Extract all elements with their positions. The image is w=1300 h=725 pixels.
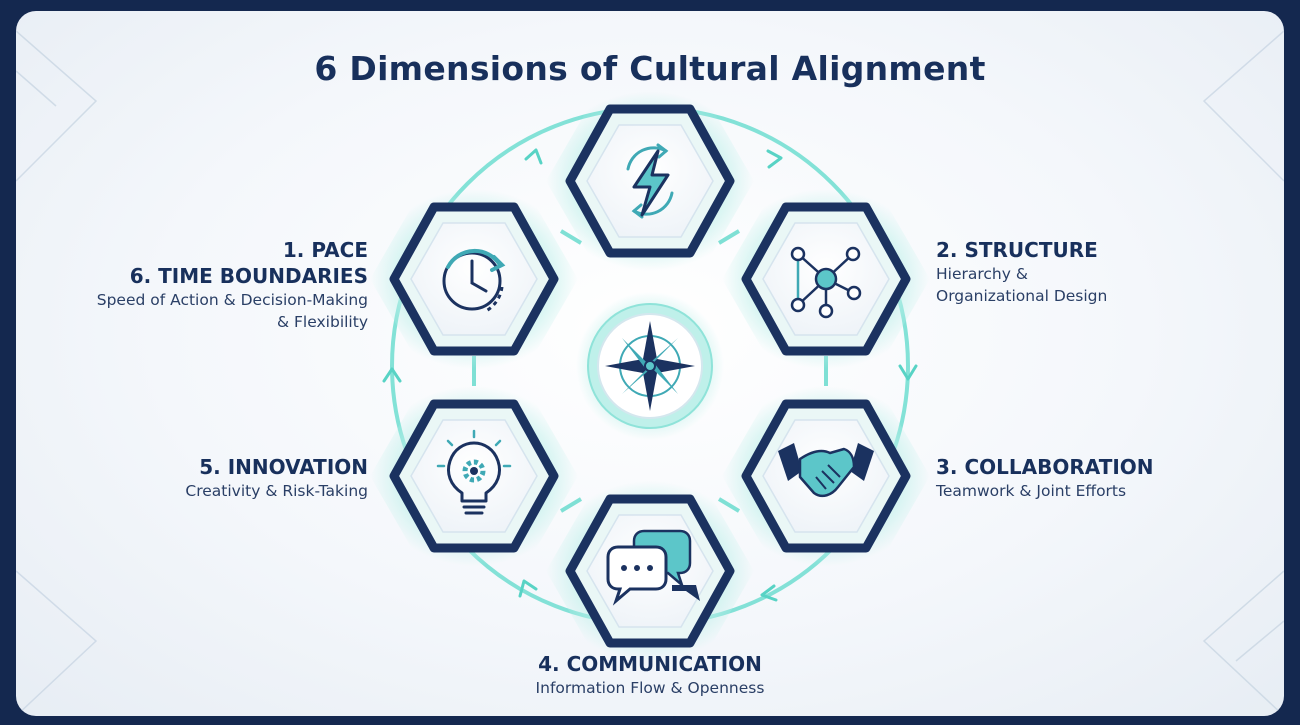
label-innovation: 5. INNOVATION Creativity & Risk-Taking xyxy=(56,454,368,502)
label-collaboration-heading: 3. COLLABORATION xyxy=(936,455,1154,479)
handshake-icon xyxy=(778,443,874,498)
label-pace: 1. PACE 6. TIME BOUNDARIES Speed of Acti… xyxy=(56,237,368,333)
label-structure-desc-1: Hierarchy & xyxy=(936,265,1028,283)
infographic-card: 6 Dimensions of Cultural Alignment xyxy=(16,11,1284,716)
label-innovation-heading: 5. INNOVATION xyxy=(199,455,368,479)
ring-arrow xyxy=(898,364,918,381)
hex-node-communication xyxy=(546,481,754,661)
hex-node-innovation xyxy=(370,386,578,566)
ring-arrow xyxy=(524,148,543,165)
hex-node-structure xyxy=(722,189,930,369)
network-nodes-icon xyxy=(790,246,862,319)
label-pace-desc-2: & Flexibility xyxy=(277,313,368,331)
lightning-cycle-icon xyxy=(626,143,674,219)
label-communication-desc: Information Flow & Openness xyxy=(535,679,765,697)
ring-arrows xyxy=(382,148,918,602)
label-pace-heading-1: 1. PACE xyxy=(282,238,368,262)
hex-node-top xyxy=(546,91,754,271)
clock-refresh-icon xyxy=(442,248,506,313)
chat-bubbles-icon xyxy=(606,529,700,606)
label-pace-desc-1: Speed of Action & Decision-Making xyxy=(96,291,368,309)
label-pace-heading-2: 6. TIME BOUNDARIES xyxy=(129,264,368,288)
hex-node-pace xyxy=(370,189,578,369)
page-title: 6 Dimensions of Cultural Alignment xyxy=(314,49,986,88)
label-structure: 2. STRUCTURE Hierarchy & Organizational … xyxy=(936,237,1236,307)
cycle-diagram xyxy=(16,30,1284,716)
label-structure-desc-2: Organizational Design xyxy=(936,287,1108,305)
label-structure-heading: 2. STRUCTURE xyxy=(936,238,1098,262)
hex-node-collaboration xyxy=(722,386,930,566)
label-collaboration: 3. COLLABORATION Teamwork & Joint Effort… xyxy=(936,454,1256,502)
ring-arrow xyxy=(518,579,538,598)
ring-arrow xyxy=(766,149,783,169)
ring-arrow xyxy=(760,584,778,602)
center-compass xyxy=(576,292,724,440)
label-communication: 4. COMMUNICATION Information Flow & Open… xyxy=(400,651,900,699)
decorative-corner-lines xyxy=(16,30,1284,716)
label-communication-heading: 4. COMMUNICATION xyxy=(538,652,762,676)
label-collaboration-desc: Teamwork & Joint Efforts xyxy=(936,482,1127,500)
label-innovation-desc: Creativity & Risk-Taking xyxy=(185,482,368,500)
lightbulb-gear-icon xyxy=(436,429,512,515)
ring-arrow xyxy=(382,367,402,383)
compass-icon xyxy=(605,321,695,411)
